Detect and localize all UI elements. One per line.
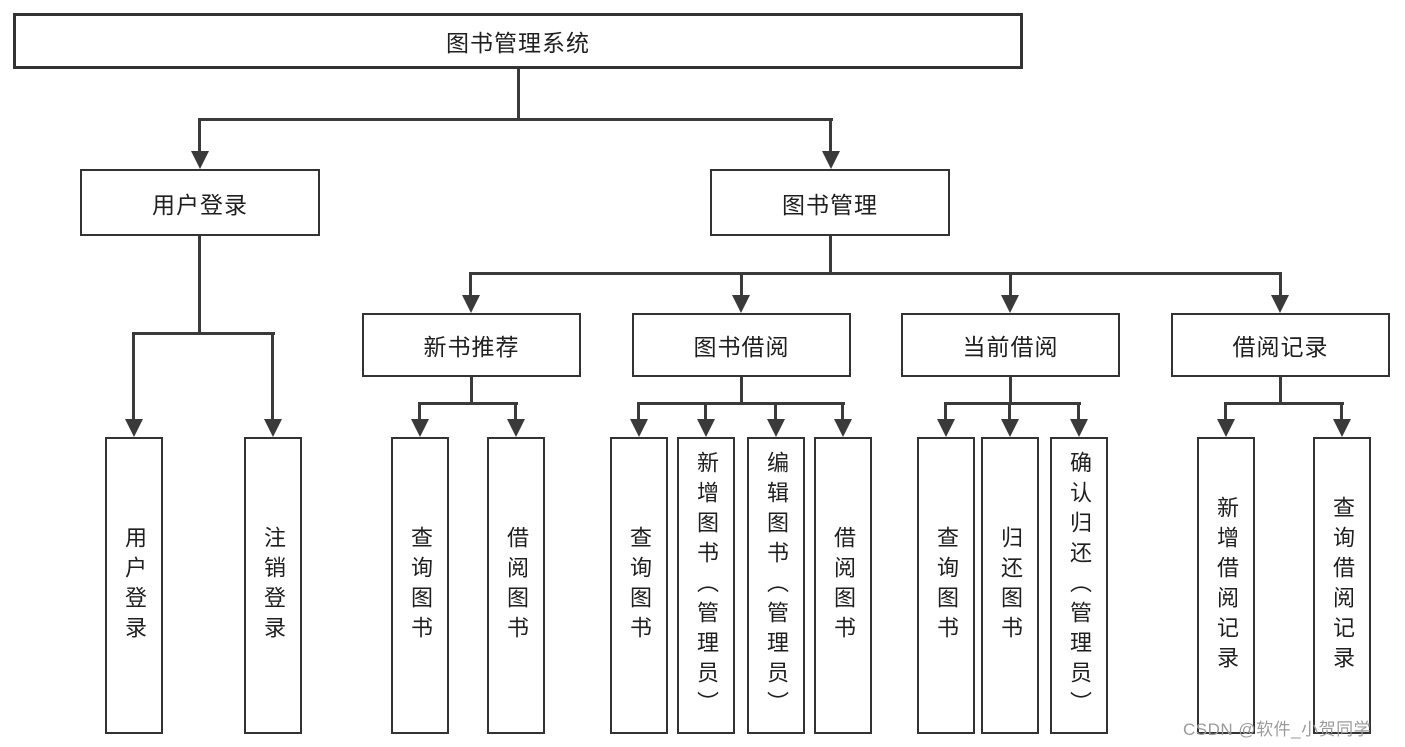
connector-line — [198, 118, 833, 121]
arrow-down-icon — [834, 419, 852, 437]
connector-line — [469, 272, 472, 295]
leaf-label: 查询图书 — [627, 525, 652, 646]
arrow-down-icon — [1001, 295, 1019, 313]
leaf-add-borrow-record: 新增借阅记录 — [1197, 437, 1255, 734]
arrow-down-icon — [191, 151, 209, 169]
connector-line — [470, 377, 473, 404]
arrow-down-icon — [411, 419, 429, 437]
connector-line — [637, 402, 640, 419]
connector-line — [841, 402, 844, 419]
arrow-down-icon — [822, 151, 840, 169]
node-root-library-management-system: 图书管理系统 — [13, 13, 1023, 69]
connector-line — [704, 402, 707, 419]
connector-line — [198, 118, 201, 151]
connector-line — [1009, 272, 1012, 295]
leaf-label: 注销登录 — [261, 525, 286, 646]
connector-line — [418, 402, 421, 419]
arrow-down-icon — [1271, 295, 1289, 313]
arrow-down-icon — [630, 419, 648, 437]
connector-line — [740, 377, 743, 404]
connector-line — [132, 332, 135, 419]
connector-line — [774, 402, 777, 419]
leaf-return-book: 归还图书 — [981, 437, 1039, 734]
leaf-label: 用户登录 — [122, 525, 147, 646]
connector-line — [1340, 402, 1343, 419]
arrow-down-icon — [1070, 419, 1088, 437]
connector-line — [944, 402, 1081, 405]
connector-line — [1279, 377, 1282, 404]
leaf-label: 查询图书 — [408, 525, 433, 646]
connector-line — [829, 236, 832, 275]
connector-line — [1009, 377, 1012, 404]
arrow-down-icon — [767, 419, 785, 437]
connector-line — [514, 402, 517, 419]
arrow-down-icon — [125, 419, 143, 437]
connector-line — [944, 402, 947, 419]
arrow-down-icon — [1001, 419, 1019, 437]
connector-line — [517, 69, 520, 121]
connector-line — [637, 402, 845, 405]
node-new-book-recommendation: 新书推荐 — [362, 313, 581, 377]
leaf-label: 确认归还（管理员） — [1067, 450, 1092, 721]
connector-line — [418, 402, 518, 405]
leaf-label: 编辑图书（管理员） — [764, 450, 789, 721]
leaf-label: 查询图书 — [934, 525, 959, 646]
connector-line — [740, 272, 743, 295]
leaf-edit-book-admin: 编辑图书（管理员） — [747, 437, 805, 734]
leaf-query-borrow-record: 查询借阅记录 — [1313, 437, 1371, 734]
connector-line — [1008, 402, 1011, 419]
arrow-down-icon — [937, 419, 955, 437]
node-borrowing-records: 借阅记录 — [1171, 313, 1390, 377]
connector-line — [1077, 402, 1080, 419]
node-user-login: 用户登录 — [80, 169, 320, 236]
connector-line — [1279, 272, 1282, 295]
arrow-down-icon — [264, 419, 282, 437]
leaf-label: 新增借阅记录 — [1214, 495, 1239, 676]
leaf-query-books-borrowing: 查询图书 — [610, 437, 668, 734]
arrow-down-icon — [1217, 419, 1235, 437]
watermark: CSDN @软件_小贺同学 — [1183, 720, 1372, 739]
leaf-label: 归还图书 — [998, 525, 1023, 646]
connector-line — [1224, 402, 1227, 419]
leaf-borrow-books-borrowing: 借阅图书 — [814, 437, 872, 734]
leaf-user-login: 用户登录 — [105, 437, 163, 734]
arrow-down-icon — [697, 419, 715, 437]
leaf-label: 借阅图书 — [504, 525, 529, 646]
arrow-down-icon — [732, 295, 750, 313]
leaf-label: 借阅图书 — [831, 525, 856, 646]
leaf-query-books-current: 查询图书 — [917, 437, 975, 734]
leaf-confirm-return-admin: 确认归还（管理员） — [1050, 437, 1108, 734]
connector-line — [470, 272, 1282, 275]
arrow-down-icon — [507, 419, 525, 437]
node-book-management: 图书管理 — [710, 169, 950, 236]
arrow-down-icon — [1333, 419, 1351, 437]
connector-line — [132, 332, 275, 335]
arrow-down-icon — [462, 295, 480, 313]
node-current-borrowing: 当前借阅 — [901, 313, 1120, 377]
connector-line — [829, 118, 832, 151]
leaf-add-book-admin: 新增图书（管理员） — [677, 437, 735, 734]
node-book-borrowing: 图书借阅 — [632, 313, 851, 377]
connector-line — [1224, 402, 1344, 405]
leaf-query-books-recommend: 查询图书 — [391, 437, 449, 734]
connector-line — [271, 332, 274, 419]
leaf-label: 查询借阅记录 — [1330, 495, 1355, 676]
leaf-label: 新增图书（管理员） — [694, 450, 719, 721]
connector-line — [198, 236, 201, 335]
leaf-logout: 注销登录 — [244, 437, 302, 734]
leaf-borrow-books-recommend: 借阅图书 — [487, 437, 545, 734]
